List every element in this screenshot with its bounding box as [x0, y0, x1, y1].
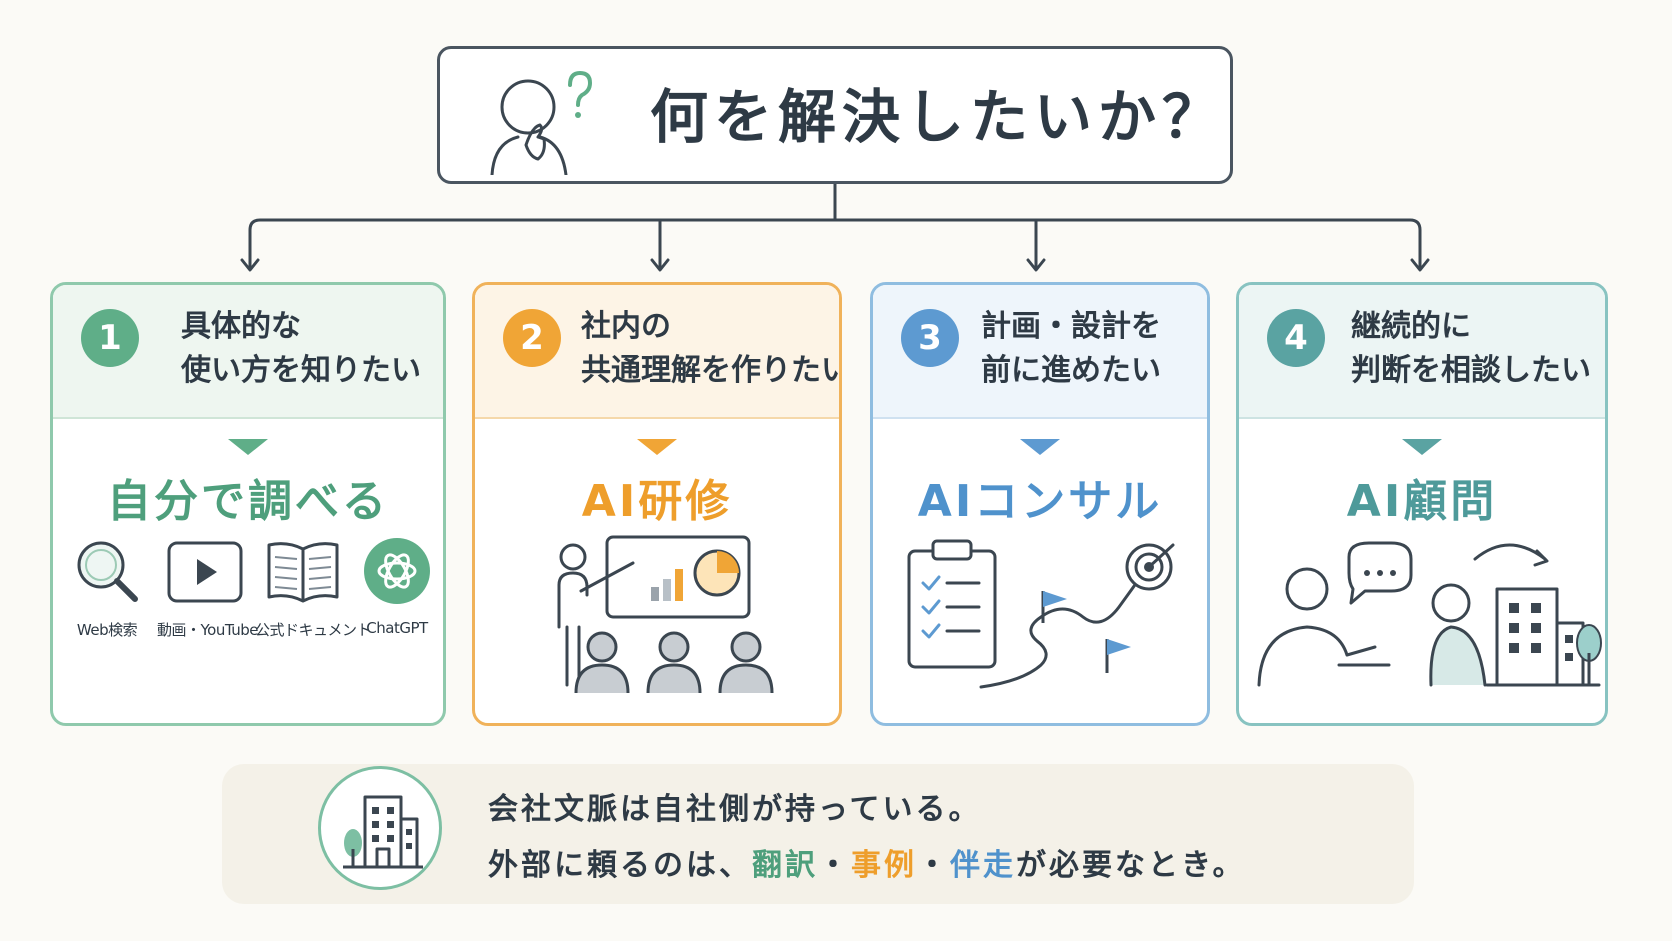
footer-line-2-suffix: が必要なとき。 [1016, 848, 1246, 883]
option-card-self-research: 1 具体的な 使い方を知りたい 自分で調べる Web検索 動画・YouTube [50, 282, 446, 726]
building-badge [318, 766, 442, 890]
question-line-2: 判断を相談したい [1351, 353, 1591, 388]
tool-label: 動画・YouTube [157, 621, 259, 639]
card-question: 継続的に 判断を相談したい [1351, 305, 1591, 393]
down-triangle-icon [637, 439, 677, 455]
keyword-translation: 翻訳 [752, 848, 818, 883]
card-header: 2 社内の 共通理解を作りたい [475, 285, 839, 419]
question-line-1: 社内の [581, 309, 671, 344]
card-header: 4 継続的に 判断を相談したい [1239, 285, 1605, 419]
question-line-1: 具体的な [181, 309, 301, 344]
card-answer: 自分で調べる [107, 476, 389, 527]
presentation-training-icon [557, 535, 774, 694]
card-header: 3 計画・設計を 前に進めたい [873, 285, 1207, 419]
keyword-separator: ・ [818, 848, 851, 883]
footer-line-1: 会社文脈は自社側が持っている。 [488, 792, 982, 827]
plan-roadmap-target-icon [907, 539, 1175, 689]
question-line-1: 継続的に [1351, 309, 1471, 344]
option-card-ai-advisor: 4 継続的に 判断を相談したい AI顧問 [1236, 282, 1608, 726]
thinking-person-icon [490, 70, 593, 175]
card-answer: AI研修 [581, 476, 733, 527]
keyword-accompaniment: 伴走 [950, 848, 1016, 883]
step-number-badge: 1 [81, 309, 139, 367]
tool-label: Web検索 [76, 621, 138, 639]
step-number-badge: 4 [1267, 309, 1325, 367]
video-play-icon [167, 541, 243, 603]
question-header-box: 何を解決したいか？ [437, 46, 1233, 184]
card-question: 具体的な 使い方を知りたい [181, 305, 421, 393]
page-title: 何を解決したいか？ [650, 83, 1227, 151]
option-card-ai-training: 2 社内の 共通理解を作りたい AI研修 [472, 282, 842, 726]
footer-line-2-prefix: 外部に頼るのは、 [488, 848, 752, 883]
search-icon [77, 541, 138, 602]
keyword-case-studies: 事例 [851, 848, 917, 883]
card-header: 1 具体的な 使い方を知りたい [53, 285, 443, 419]
card-answer: AIコンサル [917, 476, 1163, 527]
tools-list: Web検索 動画・YouTube 公式ドキュメント [53, 535, 443, 695]
footer-line-2: 外部に頼るのは、翻訳・事例・伴走が必要なとき。 [488, 840, 1246, 884]
tool-label: 公式ドキュメント [255, 621, 372, 639]
chatgpt-logo-icon [364, 538, 430, 604]
down-triangle-icon [1020, 439, 1060, 455]
question-line-1: 計画・設計を [981, 309, 1161, 344]
tool-chatgpt: ChatGPT [349, 535, 443, 637]
card-answer: AI顧問 [1346, 476, 1498, 527]
open-book-icon [267, 542, 339, 603]
building-icon [343, 795, 423, 869]
tool-video: 動画・YouTube [157, 535, 259, 640]
question-line-2: 共通理解を作りたい [581, 353, 842, 388]
down-triangle-icon [228, 439, 268, 455]
card-question: 社内の 共通理解を作りたい [581, 305, 842, 393]
flow-connectors [240, 182, 1430, 272]
card-question: 計画・設計を 前に進めたい [981, 305, 1161, 393]
tool-docs: 公式ドキュメント [255, 535, 372, 640]
tool-label: ChatGPT [366, 619, 428, 637]
down-triangle-icon [1402, 439, 1442, 455]
question-line-2: 使い方を知りたい [181, 353, 421, 388]
step-number-badge: 3 [901, 309, 959, 367]
tool-web-search: Web検索 [59, 535, 155, 640]
question-line-2: 前に進めたい [981, 353, 1161, 388]
advisor-conversation-icon [1257, 541, 1602, 687]
option-card-ai-consulting: 3 計画・設計を 前に進めたい AIコンサル [870, 282, 1210, 726]
step-number-badge: 2 [503, 309, 561, 367]
footer-note: 会社文脈は自社側が持っている。 外部に頼るのは、翻訳・事例・伴走が必要なとき。 [222, 764, 1414, 904]
keyword-separator: ・ [917, 848, 950, 883]
